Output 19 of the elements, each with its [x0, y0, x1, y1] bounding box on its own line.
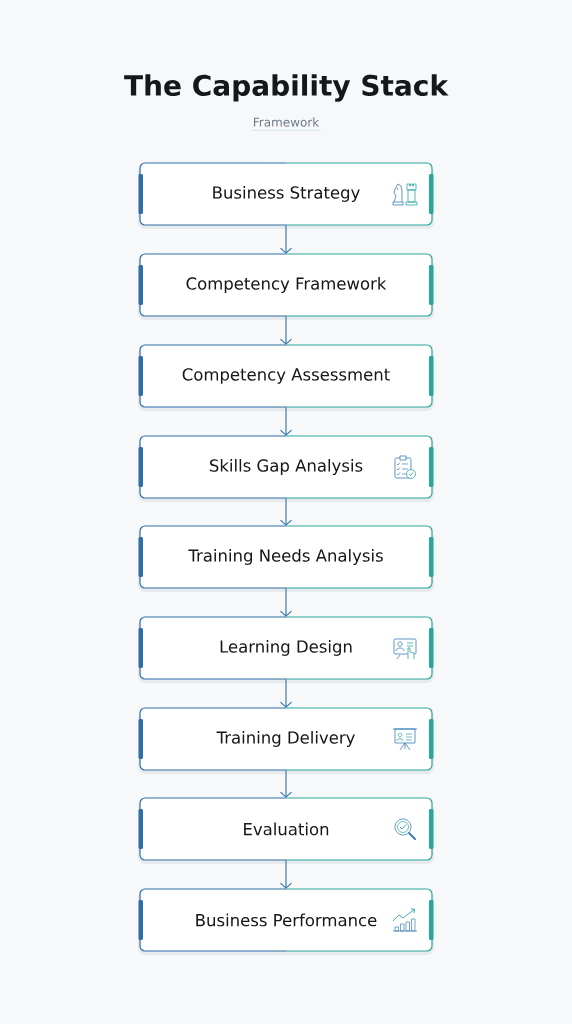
- process-box: Training Delivery: [138, 707, 434, 774]
- arrow: [279, 497, 293, 526]
- arrow: [279, 587, 293, 617]
- process-box: Evaluation: [138, 797, 434, 864]
- process-box: Skills Gap Analysis: [138, 435, 434, 502]
- arrow: [279, 769, 293, 798]
- process-box: Competency Assessment: [138, 344, 434, 411]
- process-box: Business Strategy: [138, 162, 434, 229]
- arrow: [279, 224, 293, 254]
- process-box: Business Performance: [138, 888, 434, 955]
- process-box: Competency Framework: [138, 253, 434, 320]
- process-box: Learning Design: [138, 616, 434, 683]
- arrow: [279, 315, 293, 345]
- subtitle: Framework: [250, 117, 322, 131]
- arrow: [279, 406, 293, 436]
- arrow: [279, 678, 293, 708]
- process-box: Training Needs Analysis: [138, 525, 434, 592]
- arrow: [279, 859, 293, 889]
- title: The Capability Stack: [124, 74, 449, 102]
